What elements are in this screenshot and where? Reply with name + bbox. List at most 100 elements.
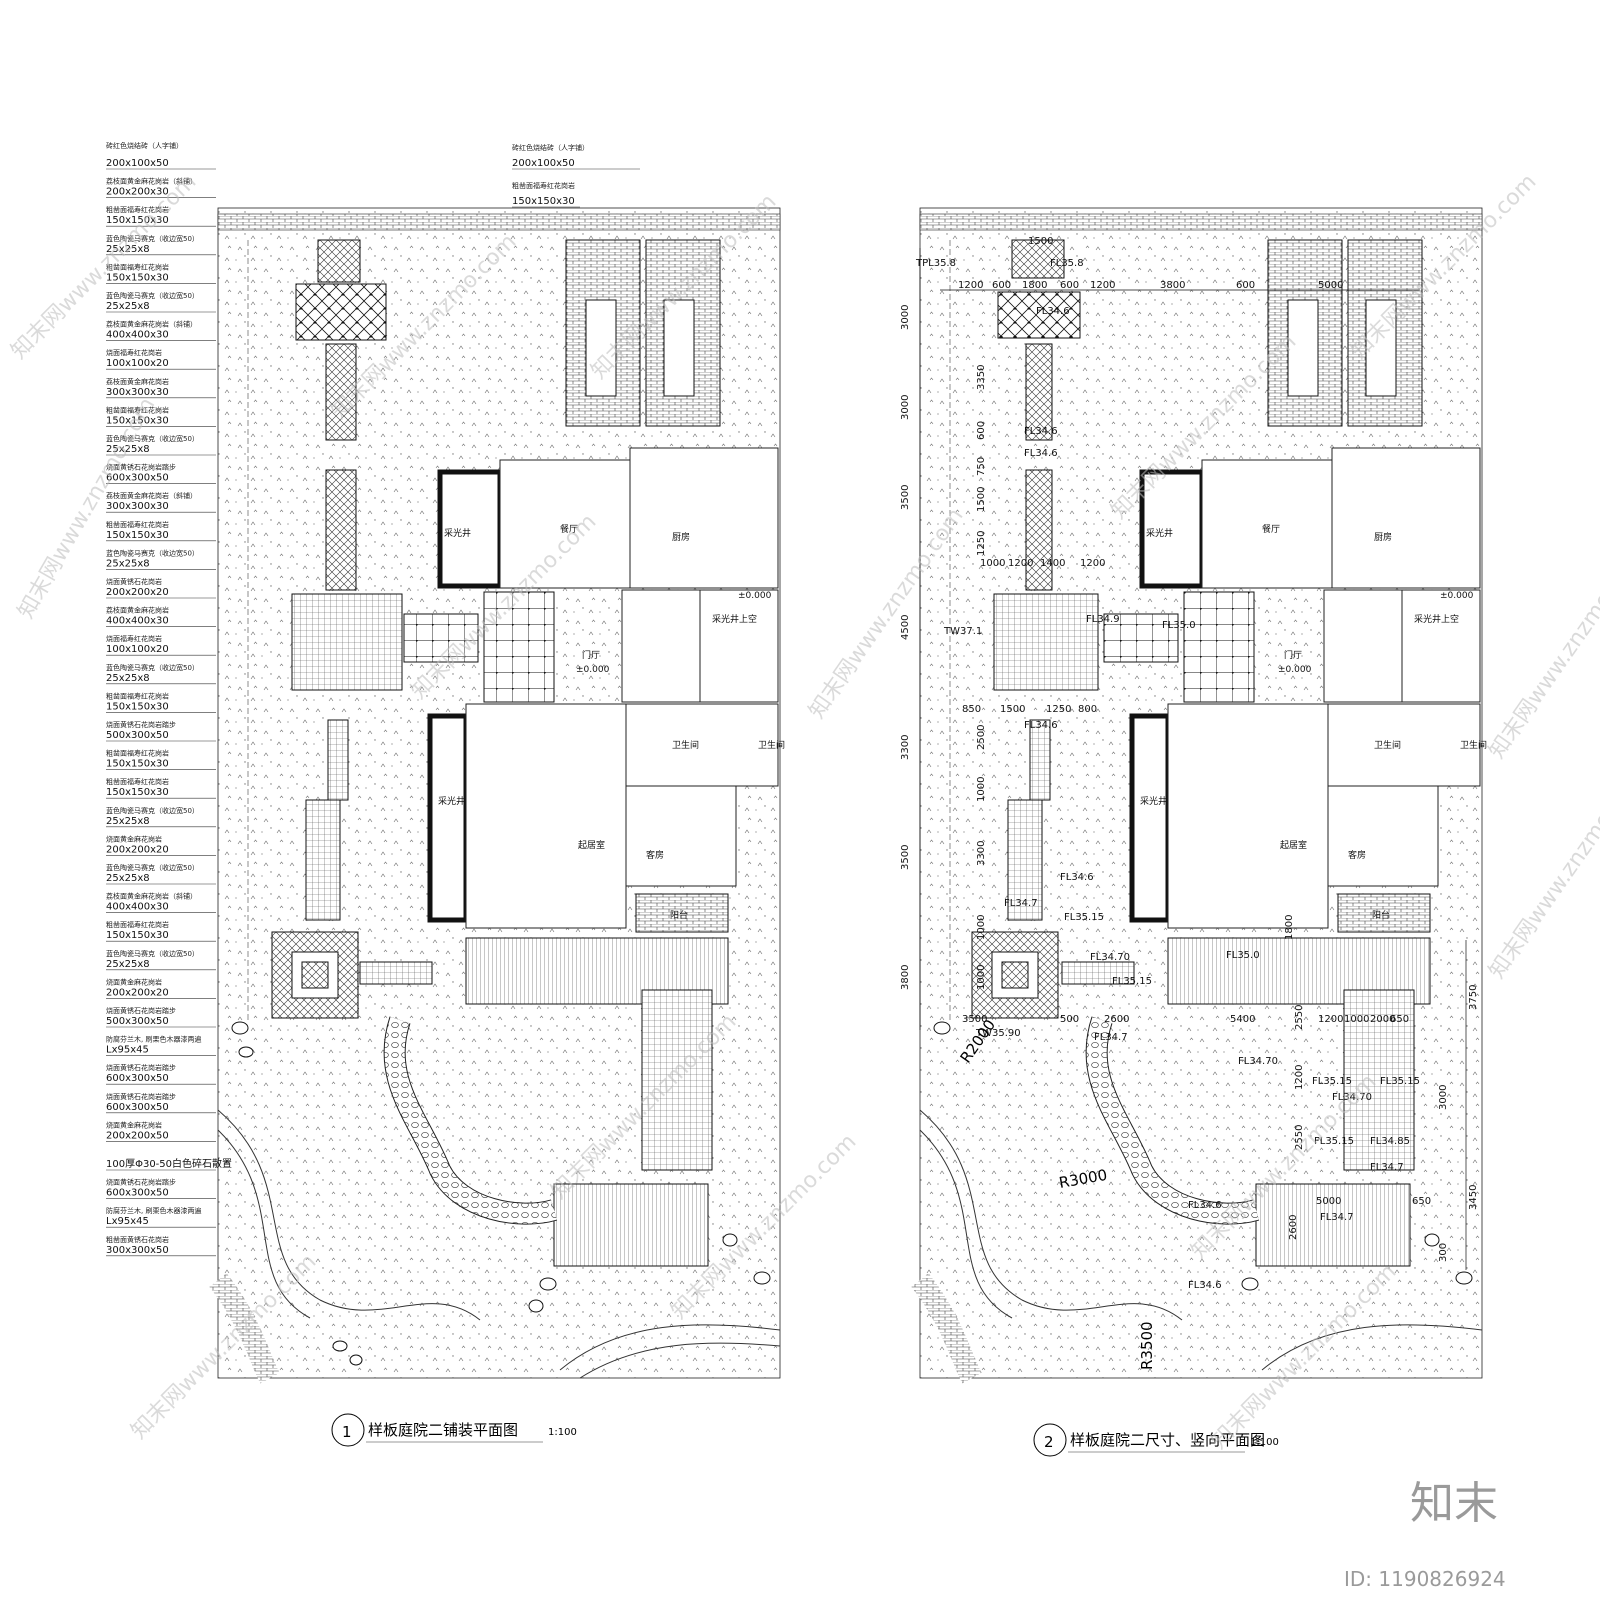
legend-label-cn: 蓝色陶瓷马赛克（收边宽50） xyxy=(106,949,199,958)
room-label: 餐厅 xyxy=(1262,523,1280,535)
legend-label-spec: 600x300x50 xyxy=(106,1102,169,1113)
dimension-text: 3500 xyxy=(962,1014,987,1025)
legend-label-spec: 200x200x20 xyxy=(106,987,169,998)
radius-label: R3500 xyxy=(1138,1321,1156,1370)
legend-label-cn: 粗凿面福寿红花岗岩 xyxy=(106,691,169,700)
legend-label-cn: 粗凿面福寿红花岗岩 xyxy=(106,749,169,758)
dimension-text: 2000 xyxy=(1370,1014,1395,1025)
radius-label: R3000 xyxy=(1058,1166,1109,1192)
legend-label-spec: 100x100x20 xyxy=(106,358,169,369)
legend-label-cn: 烧面黄锈石花岗岩 xyxy=(106,577,162,586)
room-label: 餐厅 xyxy=(560,523,578,535)
legend-label-spec: 200x200x20 xyxy=(106,587,169,598)
room-label: 阳台 xyxy=(1372,909,1390,921)
legend-label-cn: 蓝色陶瓷马赛克（收边宽50） xyxy=(106,434,199,443)
room-label: 采光井 xyxy=(1146,527,1173,539)
legend-label-spec: 600x300x50 xyxy=(106,473,169,484)
dimension-text: 3500 xyxy=(900,485,911,510)
dimension-text: 600 xyxy=(976,421,987,440)
right-title-scale: 1:100 xyxy=(1250,1437,1279,1448)
dimension-text: 1800 xyxy=(1284,915,1295,940)
left-platform xyxy=(291,593,403,691)
legend-label-spec: 25x25x8 xyxy=(106,444,150,455)
level-marker: FL34.9 xyxy=(1086,614,1120,625)
legend-label-spec: 25x25x8 xyxy=(106,558,150,569)
legend-label-spec: 500x300x50 xyxy=(106,1016,169,1027)
level-marker: TW37.1 xyxy=(943,626,982,637)
left-path-segment-1 xyxy=(325,343,357,441)
level-marker: FL35.8 xyxy=(1050,258,1084,269)
dimension-text: 1200 xyxy=(1008,558,1033,569)
dimension-text: 500 xyxy=(1060,1014,1079,1025)
left-title-circle xyxy=(331,1413,365,1447)
level-marker: FL34.7 xyxy=(1370,1162,1404,1173)
legend-label-spec: 25x25x8 xyxy=(106,244,150,255)
dimension-text: 1500 xyxy=(1000,704,1025,715)
legend-label-cn: 烧面黄锈石花岗岩踏步 xyxy=(106,1178,176,1187)
dimension-text: 3800 xyxy=(1160,280,1185,291)
dimension-text: 5400 xyxy=(1230,1014,1255,1025)
level-marker: FL34.7 xyxy=(1004,898,1038,909)
level-marker: TW35.90 xyxy=(975,1028,1021,1039)
legend-label-spec: 150x150x30 xyxy=(106,787,169,798)
legend-label-cn: 荔枝面黄金麻花岗岩（斜铺） xyxy=(106,892,197,901)
legend-label-cn: 蓝色陶瓷马赛克（收边宽50） xyxy=(106,548,199,557)
legend-label-spec: 400x400x30 xyxy=(106,330,169,341)
dimension-text: 1000 xyxy=(976,965,987,990)
watermark-text: 知末网www.znzmo.com xyxy=(1107,329,1302,524)
watermark-text: 知末网www.znzmo.com xyxy=(127,1249,322,1444)
level-marker: FL35.15 xyxy=(1112,976,1152,987)
legend-label-spec: 25x25x8 xyxy=(106,816,150,827)
left-entry-court xyxy=(483,591,555,703)
legend-label-spec: 600x300x50 xyxy=(106,1188,169,1199)
legend-label-cn: 烧面黄金麻花岗岩 xyxy=(106,834,162,843)
left-top-label: 150x150x30 xyxy=(512,196,575,207)
room-label: 厨房 xyxy=(672,531,690,543)
left-entry-pad xyxy=(317,239,361,283)
room-label: 采光井 xyxy=(1140,795,1167,807)
left-right-path xyxy=(641,989,713,1171)
legend-label-cn: 粗凿面福寿红花岗岩 xyxy=(106,262,169,271)
legend-label-cn: 防腐芬兰木, 刷栗色木器漆两遍 xyxy=(106,1035,201,1044)
level-marker: FL34.6 xyxy=(1188,1280,1222,1291)
image-id-text: ID: 1190826924 xyxy=(1344,1567,1506,1591)
legend-label-spec: 150x150x30 xyxy=(106,215,169,226)
legend-label-spec: 200x100x50 xyxy=(106,158,169,169)
dimension-text: 3800 xyxy=(900,965,911,990)
dimension-text: 1000 xyxy=(1344,1014,1369,1025)
dimension-text: 750 xyxy=(976,457,987,476)
room-label: ±0.000 xyxy=(1440,591,1474,601)
watermark-text: 知末网www.znzmo.com xyxy=(1484,544,1600,764)
level-marker: FL34.6 xyxy=(1024,720,1058,731)
legend-label-spec: 25x25x8 xyxy=(106,673,150,684)
legend-label-cn: 蓝色陶瓷马赛克（收边宽50） xyxy=(106,291,199,300)
level-marker: FL34.70 xyxy=(1238,1056,1278,1067)
room-label: 厨房 xyxy=(1374,531,1392,543)
watermark-text: 知末网www.znzmo.com xyxy=(547,1009,742,1204)
legend-label-cn: 烧面黄金麻花岗岩 xyxy=(106,1120,162,1129)
left-title-number: 1 xyxy=(342,1423,352,1441)
legend-label-spec: 200x200x20 xyxy=(106,844,169,855)
legend-label-cn: 蓝色陶瓷马赛克（收边宽50） xyxy=(106,234,199,243)
dimension-text: 3000 xyxy=(1438,1085,1449,1110)
legend-label-spec: 150x150x30 xyxy=(106,272,169,283)
room-label: 客房 xyxy=(1348,849,1366,861)
legend-label-cn: 烧面黄锈石花岗岩踏步 xyxy=(106,1092,176,1101)
dimension-text: 2550 xyxy=(1294,1005,1305,1030)
room-label: 门厅 xyxy=(582,649,600,661)
room-label: ±0.000 xyxy=(738,591,772,601)
dimension-text: 5000 xyxy=(1316,1196,1341,1207)
legend-label-spec: Lx95x45 xyxy=(106,1216,149,1227)
level-marker: FL34.70 xyxy=(1090,952,1130,963)
level-marker: FL34.6 xyxy=(1060,872,1094,883)
legend-label-cn: 烧面黄锈石花岗岩踏步 xyxy=(106,720,176,729)
legend-label-spec: 150x150x30 xyxy=(106,415,169,426)
right-plan xyxy=(911,207,1483,1384)
brand-logo-text: 知末 xyxy=(1410,1478,1498,1529)
room-label: 卫生间 xyxy=(1460,739,1487,751)
left-top-label: 200x100x50 xyxy=(512,158,575,169)
level-marker: FL35.0 xyxy=(1162,620,1196,631)
dimension-text: 2600 xyxy=(1288,1215,1299,1240)
legend-label-spec: 500x300x50 xyxy=(106,730,169,741)
dimension-text: 2500 xyxy=(976,725,987,750)
